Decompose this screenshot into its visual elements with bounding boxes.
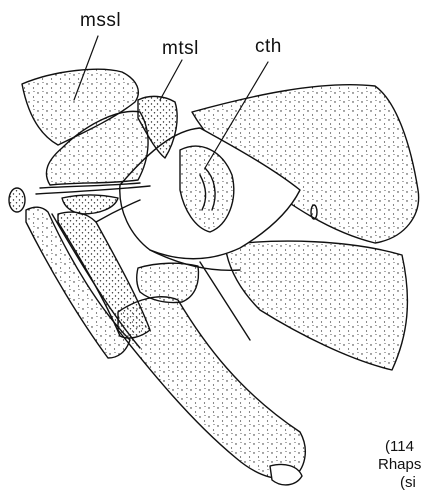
wing-base-lower xyxy=(62,195,118,214)
small-knob xyxy=(9,188,25,212)
label-cth: cth xyxy=(255,36,282,58)
tibia xyxy=(118,297,305,479)
caption-scale: (si xyxy=(400,474,416,492)
mtsl-leader xyxy=(160,60,182,100)
posterior-lower-lobe xyxy=(225,241,407,370)
label-mtsl: mtsl xyxy=(162,38,199,60)
caption-genus: Rhaps xyxy=(378,456,421,474)
label-mssl: mssl xyxy=(80,10,121,32)
caption-number: (114 xyxy=(385,438,414,456)
